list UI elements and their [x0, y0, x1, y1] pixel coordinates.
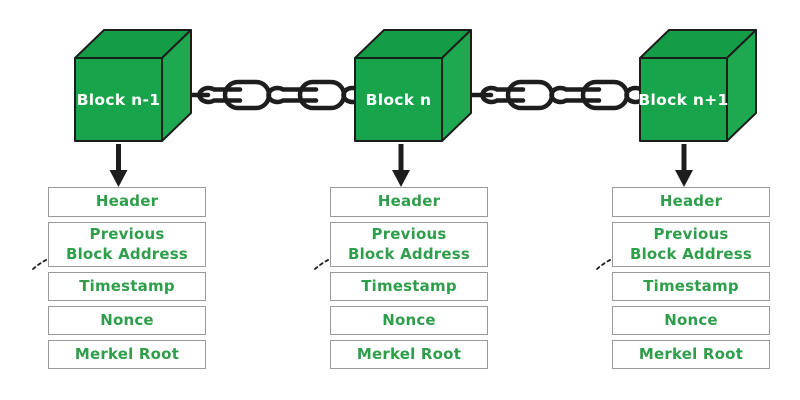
chain-right-icon [464, 79, 658, 111]
field-label: Header [659, 192, 723, 211]
field-label: Timestamp [361, 276, 457, 295]
field-header: Header [330, 187, 488, 217]
field-timestamp: Timestamp [48, 272, 206, 301]
chain-oval-link [222, 79, 272, 111]
cube-block-n-1: Block n-1 [74, 29, 192, 142]
field-nonce: Nonce [612, 306, 770, 335]
field-merkel-root: Merkel Root [330, 340, 488, 369]
field-label: Timestamp [79, 276, 175, 295]
cube-side-face [726, 29, 757, 142]
field-label: Timestamp [643, 276, 739, 295]
field-nonce: Nonce [330, 306, 488, 335]
down-arrow-icon [109, 144, 128, 187]
chain-connector [624, 85, 658, 105]
field-previous-block-address: Previous Block Address [612, 222, 770, 267]
chain-oval-link [297, 79, 347, 111]
field-header: Header [48, 187, 206, 217]
cube-block-n: Block n [354, 29, 472, 142]
chain-oval-link [505, 79, 555, 111]
cube-label: Block n-1 [77, 91, 161, 109]
field-label: Merkel Root [638, 344, 744, 363]
chain-left-icon [181, 79, 375, 111]
field-label: Previous Block Address [629, 225, 753, 263]
field-previous-block-address: Previous Block Address [48, 222, 206, 267]
field-merkel-root: Merkel Root [612, 340, 770, 369]
block-structure-n-1: Header Previous Block Address Timestamp … [48, 187, 206, 369]
field-label: Header [377, 192, 441, 211]
block-structure-n-plus-1: Header Previous Block Address Timestamp … [612, 187, 770, 369]
field-header: Header [612, 187, 770, 217]
chain-oval-link [580, 79, 630, 111]
cube-front-face [74, 57, 163, 142]
cube-top-face [639, 29, 757, 59]
cube-top-face [354, 29, 472, 59]
chain-connector [197, 85, 243, 105]
cube-block-n-plus-1: Block n+1 [638, 29, 757, 142]
field-timestamp: Timestamp [330, 272, 488, 301]
chain-connector [341, 85, 375, 105]
down-arrow-icon [675, 144, 693, 187]
block-structure-n: Header Previous Block Address Timestamp … [330, 187, 488, 369]
field-timestamp: Timestamp [612, 272, 770, 301]
field-label: Merkel Root [356, 344, 462, 363]
cube-label: Block n+1 [638, 91, 728, 109]
chain-connector [549, 85, 602, 105]
field-label: Nonce [382, 310, 436, 329]
field-label: Previous Block Address [347, 225, 471, 263]
cube-side-face [441, 29, 472, 142]
field-label: Header [95, 192, 159, 211]
chain-connector [480, 85, 526, 105]
field-merkel-root: Merkel Root [48, 340, 206, 369]
cube-front-face [354, 57, 443, 142]
cube-front-face [639, 57, 728, 142]
field-nonce: Nonce [48, 306, 206, 335]
down-arrow-icon [392, 144, 410, 187]
cube-label: Block n [366, 91, 432, 109]
field-label: Nonce [100, 310, 154, 329]
field-label: Merkel Root [74, 344, 180, 363]
cube-top-face [74, 29, 192, 59]
chain-connector [266, 85, 319, 105]
field-previous-block-address: Previous Block Address [330, 222, 488, 267]
cube-side-face [161, 29, 192, 142]
field-label: Nonce [664, 310, 718, 329]
field-label: Previous Block Address [65, 225, 189, 263]
